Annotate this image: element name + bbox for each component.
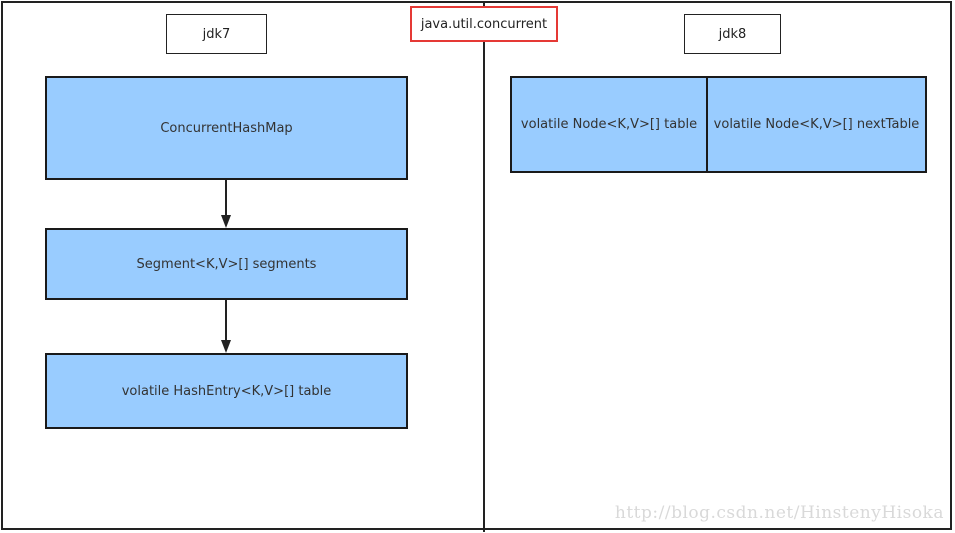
hashentry-table-node-text: volatile HashEntry<K,V>[] table — [121, 383, 332, 399]
node-table-cell-text: volatile Node<K,V>[] table — [520, 117, 698, 132]
segments-node-text: Segment<K,V>[] segments — [136, 256, 317, 272]
jdk8-label: jdk8 — [684, 14, 781, 54]
node-table-cell: volatile Node<K,V>[] table — [510, 76, 708, 173]
concurrenthashmap-node-text: ConcurrentHashMap — [160, 120, 293, 136]
node-nexttable-cell: volatile Node<K,V>[] nextTable — [706, 76, 927, 173]
jdk8-label-text: jdk8 — [718, 26, 747, 42]
watermark-text: http://blog.csdn.net/HinstenyHisoka — [614, 503, 944, 523]
jdk7-label: jdk7 — [166, 14, 267, 54]
package-label: java.util.concurrent — [410, 6, 558, 42]
jdk7-label-text: jdk7 — [202, 26, 231, 42]
hashentry-table-node: volatile HashEntry<K,V>[] table — [45, 353, 408, 429]
arrow-1-head — [221, 215, 231, 228]
concurrenthashmap-node: ConcurrentHashMap — [45, 76, 408, 180]
center-divider — [483, 1, 485, 532]
package-label-text: java.util.concurrent — [420, 16, 548, 32]
segments-node: Segment<K,V>[] segments — [45, 228, 408, 300]
arrow-2-head — [221, 340, 231, 353]
node-nexttable-cell-text: volatile Node<K,V>[] nextTable — [713, 117, 920, 132]
